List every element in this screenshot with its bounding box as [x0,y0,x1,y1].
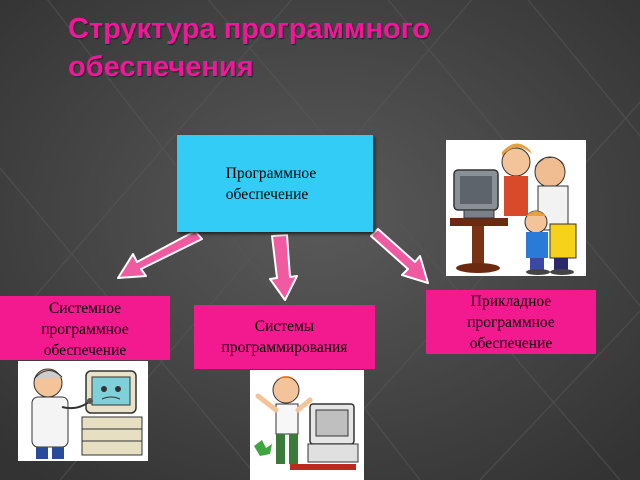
group-computer-clipart [446,140,586,276]
arrow-to-application [370,228,429,284]
node-label: обеспечение [43,342,127,359]
node-system-software: Системное программное обеспечение [0,296,170,360]
root-node: Программное обеспечение [177,135,373,232]
title-line: обеспечения [68,51,254,83]
doctor-computer-clipart [18,361,148,461]
node-label: программное [467,313,555,331]
arrow-to-system [117,230,203,279]
man-computer-clipart [250,370,364,480]
node-label: Системы [254,318,315,335]
node-application-software: Прикладное программное обеспечение [426,290,596,354]
node-label: обеспечение [469,334,553,352]
root-node-label: Программное [225,164,317,182]
node-label: программное [41,321,129,338]
node-label: Системное [48,300,122,317]
node-label: Прикладное [470,292,552,310]
root-node-label: обеспечение [225,185,309,203]
node-programming-systems: Системы программирования [194,305,375,369]
arrow-to-programming [269,234,298,301]
slide-title: Структура программного обеспечения [68,10,608,86]
arrows [117,228,429,301]
title-line: Структура программного [68,13,431,45]
node-label: программирования [221,339,348,356]
